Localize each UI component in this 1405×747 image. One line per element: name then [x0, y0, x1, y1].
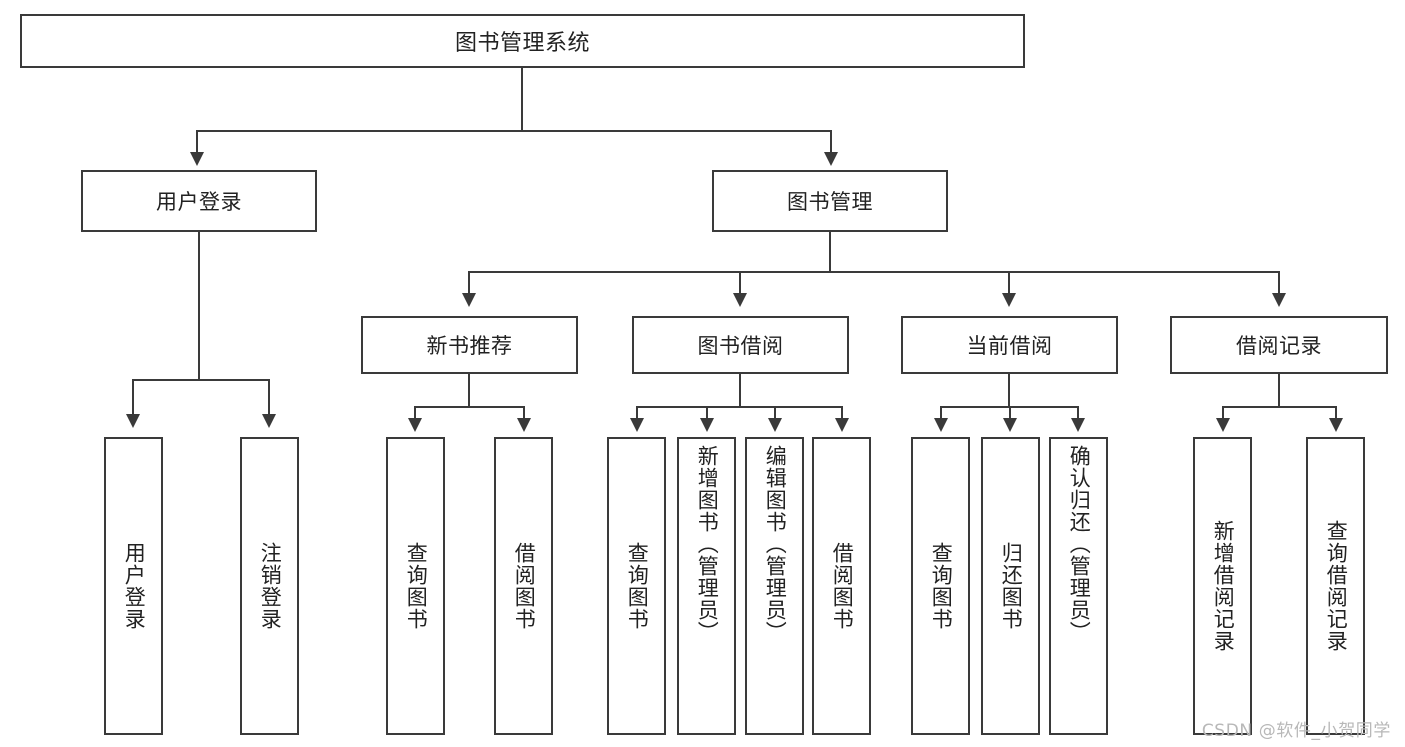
connector-user-login-to-leaf-2	[268, 379, 270, 417]
leaf-current-borrow-confirm-return[interactable]: 确认归还（管理员）	[1049, 437, 1108, 735]
connector-user-login-bus	[132, 379, 268, 381]
connector-borrow-record-to-leaf-1	[1222, 406, 1224, 420]
node-label: 归还图书	[999, 542, 1024, 630]
connector-borrow-record-bus	[1222, 406, 1336, 408]
csdn-watermark: CSDN @软件_小贺同学	[1201, 721, 1391, 741]
leaf-user-login-login[interactable]: 用户登录	[104, 437, 163, 735]
node-label: 图书管理系统	[454, 31, 590, 56]
connector-book-mgmt-to-borrow	[739, 271, 741, 296]
arrowhead-current-borrow-leaf-3	[1071, 418, 1085, 432]
connector-book-borrow-to-leaf-1	[636, 406, 638, 420]
connector-root-to-book-mgmt	[830, 130, 832, 156]
connector-book-mgmt-to-new-book	[468, 271, 470, 296]
node-borrow-record[interactable]: 借阅记录	[1170, 316, 1388, 374]
arrowhead-book-mgmt-record	[1272, 293, 1286, 307]
connector-current-borrow-to-leaf-3	[1077, 406, 1079, 420]
connector-book-borrow-bus	[636, 406, 842, 408]
node-label: 查询借阅记录	[1324, 520, 1349, 652]
connector-book-borrow-to-leaf-4	[841, 406, 843, 420]
node-label: 新书推荐	[426, 334, 513, 358]
arrowhead-new-book-leaf-2	[517, 418, 531, 432]
node-new-book-recommend[interactable]: 新书推荐	[361, 316, 578, 374]
arrowhead-borrow-record-leaf-1	[1216, 418, 1230, 432]
node-book-management[interactable]: 图书管理	[712, 170, 948, 232]
arrowhead-root-to-user-login	[190, 152, 204, 166]
arrowhead-user-login-leaf-2	[262, 414, 276, 428]
node-user-login[interactable]: 用户登录	[81, 170, 317, 232]
arrowhead-current-borrow-leaf-2	[1003, 418, 1017, 432]
arrowhead-book-borrow-leaf-3	[768, 418, 782, 432]
connector-new-book-bus	[414, 406, 524, 408]
leaf-new-book-borrow[interactable]: 借阅图书	[494, 437, 553, 735]
leaf-book-borrow-add[interactable]: 新增图书（管理员）	[677, 437, 736, 735]
arrowhead-book-mgmt-current	[1002, 293, 1016, 307]
leaf-borrow-record-add[interactable]: 新增借阅记录	[1193, 437, 1252, 735]
connector-new-book-to-leaf-1	[414, 406, 416, 420]
node-label: 借阅图书	[830, 542, 855, 630]
arrowhead-borrow-record-leaf-2	[1329, 418, 1343, 432]
node-root-system[interactable]: 图书管理系统	[20, 14, 1025, 68]
connector-borrow-record-to-leaf-2	[1335, 406, 1337, 420]
arrowhead-book-mgmt-borrow	[733, 293, 747, 307]
node-label: 当前借阅	[966, 334, 1053, 358]
arrowhead-book-mgmt-new-book	[462, 293, 476, 307]
node-label: 确认归还（管理员）	[1067, 445, 1092, 643]
leaf-borrow-record-query[interactable]: 查询借阅记录	[1306, 437, 1365, 735]
node-label: 编辑图书（管理员）	[763, 445, 788, 643]
node-label: 注销登录	[258, 542, 283, 630]
node-label: 新增图书（管理员）	[695, 445, 720, 643]
leaf-new-book-query[interactable]: 查询图书	[386, 437, 445, 735]
connector-current-borrow-stem	[1008, 374, 1010, 407]
connector-user-login-stem	[198, 232, 200, 380]
leaf-current-borrow-query[interactable]: 查询图书	[911, 437, 970, 735]
node-label: 查询图书	[929, 542, 954, 630]
arrowhead-root-to-book-mgmt	[824, 152, 838, 166]
node-label: 查询图书	[404, 542, 429, 630]
connector-root-bus	[196, 130, 832, 132]
connector-new-book-stem	[468, 374, 470, 407]
connector-book-borrow-to-leaf-3	[774, 406, 776, 420]
node-current-borrow[interactable]: 当前借阅	[901, 316, 1118, 374]
node-label: 借阅图书	[512, 542, 537, 630]
connector-book-mgmt-to-record	[1278, 271, 1280, 296]
node-label: 图书借阅	[697, 334, 784, 358]
arrowhead-book-borrow-leaf-2	[700, 418, 714, 432]
connector-book-borrow-stem	[739, 374, 741, 407]
connector-root-stem	[521, 68, 523, 131]
connector-book-mgmt-stem	[829, 232, 831, 272]
node-book-borrow[interactable]: 图书借阅	[632, 316, 849, 374]
leaf-book-borrow-borrow[interactable]: 借阅图书	[812, 437, 871, 735]
connector-borrow-record-stem	[1278, 374, 1280, 407]
arrowhead-book-borrow-leaf-1	[630, 418, 644, 432]
node-label: 查询图书	[625, 542, 650, 630]
arrowhead-user-login-leaf-1	[126, 414, 140, 428]
node-label: 借阅记录	[1236, 334, 1322, 358]
connector-current-borrow-to-leaf-2	[1009, 406, 1011, 420]
connector-root-to-user-login	[196, 130, 198, 156]
connector-user-login-to-leaf-1	[132, 379, 134, 417]
connector-new-book-to-leaf-2	[523, 406, 525, 420]
node-label: 用户登录	[156, 190, 242, 214]
leaf-book-borrow-edit[interactable]: 编辑图书（管理员）	[745, 437, 804, 735]
connector-current-borrow-to-leaf-1	[940, 406, 942, 420]
leaf-user-login-logout[interactable]: 注销登录	[240, 437, 299, 735]
arrowhead-current-borrow-leaf-1	[934, 418, 948, 432]
connector-book-mgmt-to-current	[1008, 271, 1010, 296]
arrowhead-new-book-leaf-1	[408, 418, 422, 432]
leaf-book-borrow-query[interactable]: 查询图书	[607, 437, 666, 735]
node-label: 用户登录	[122, 542, 147, 630]
leaf-current-borrow-return[interactable]: 归还图书	[981, 437, 1040, 735]
connector-book-mgmt-bus	[468, 271, 1279, 273]
connector-book-borrow-to-leaf-2	[706, 406, 708, 420]
node-label: 新增借阅记录	[1211, 520, 1236, 652]
arrowhead-book-borrow-leaf-4	[835, 418, 849, 432]
node-label: 图书管理	[787, 190, 873, 214]
